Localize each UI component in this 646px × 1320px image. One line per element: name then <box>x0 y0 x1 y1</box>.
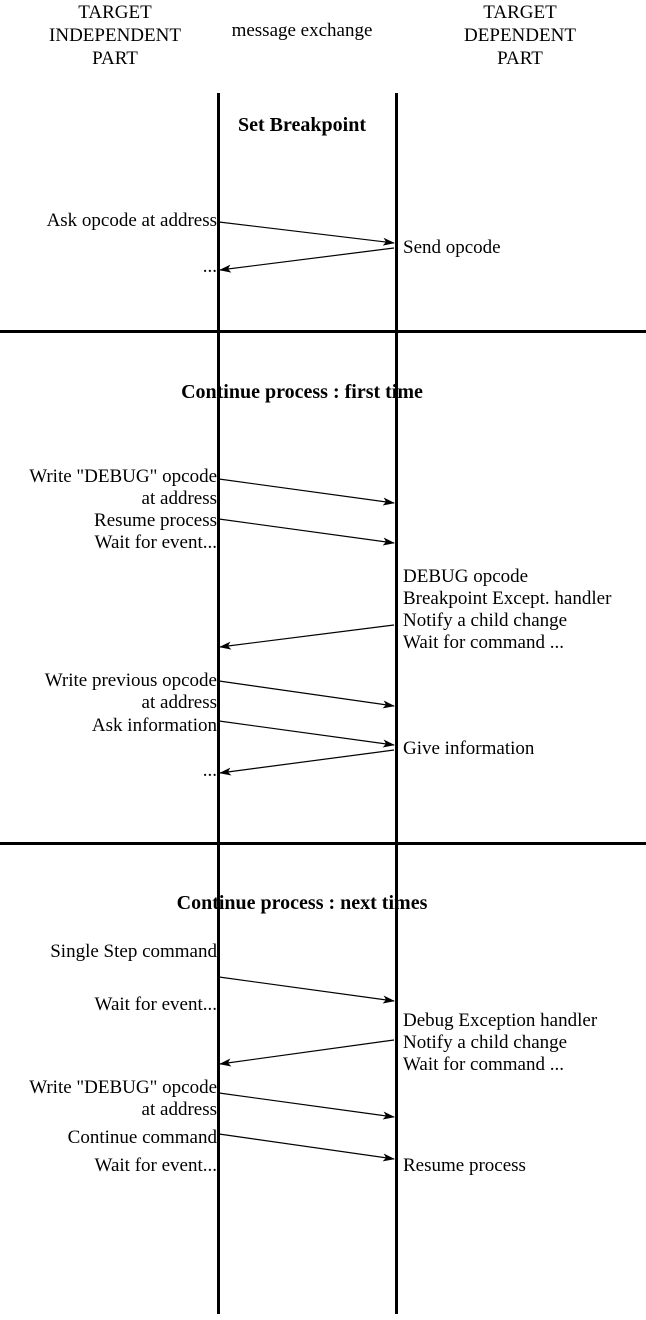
arrow-notify-child-change-1 <box>219 624 395 650</box>
section-divider-1 <box>0 330 646 333</box>
message-label-write-previous-opcode-at-address: Write previous opcode at address <box>44 670 217 713</box>
arrow-write-previous-opcode <box>218 680 395 709</box>
arrow-send-opcode <box>219 247 395 273</box>
arrow-write-debug-opcode-2 <box>218 1092 395 1120</box>
arrow-resume-process-1 <box>218 518 395 546</box>
arrow-ask-information <box>218 720 395 748</box>
message-label-ellipsis-2: ... <box>202 760 217 781</box>
lifeline-target-dependent <box>395 93 398 1314</box>
message-label-write-debug-opcode-at-address-1: Write "DEBUG" opcode at address <box>29 466 217 509</box>
message-label-resume-process-2: Resume process <box>403 1155 526 1176</box>
column-header-message-exchange: message exchange <box>231 20 373 41</box>
arrow-notify-child-change-2 <box>219 1039 395 1067</box>
arrow-give-information <box>219 749 395 776</box>
message-label-resume-process-1: Resume process <box>94 510 217 531</box>
arrow-write-debug-opcode-1 <box>218 478 395 506</box>
message-label-wait-for-event-1: Wait for event... <box>94 532 217 553</box>
arrow-continue-command <box>218 1133 395 1162</box>
message-label-write-debug-opcode-at-address-2: Write "DEBUG" opcode at address <box>29 1077 217 1120</box>
message-label-continue-command: Continue command <box>67 1127 217 1148</box>
section-title-continue-first-time: Continue process : first time <box>181 381 423 403</box>
section-title-set-breakpoint: Set Breakpoint <box>238 114 366 136</box>
arrow-ask-opcode <box>218 221 395 246</box>
message-label-send-opcode: Send opcode <box>403 237 501 258</box>
message-label-ask-information: Ask information <box>91 715 217 736</box>
section-title-continue-next-times: Continue process : next times <box>176 892 428 914</box>
message-label-ellipsis-1: ... <box>202 256 217 277</box>
message-label-wait-for-event-3: Wait for event... <box>94 1155 217 1176</box>
message-block-debug-exception-handler: Debug Exception handler Notify a child c… <box>403 1010 598 1075</box>
section-divider-2 <box>0 842 646 845</box>
message-label-give-information: Give information <box>403 738 535 759</box>
column-header-target-dependent: TARGET DEPENDENT PART <box>464 2 576 69</box>
arrow-single-step-command <box>218 976 395 1004</box>
message-label-ask-opcode-at-address: Ask opcode at address <box>46 210 217 231</box>
lifeline-target-independent <box>217 93 220 1314</box>
message-block-debug-opcode-breakpoint-handler: DEBUG opcode Breakpoint Except. handler … <box>403 566 612 653</box>
message-label-wait-for-event-2: Wait for event... <box>94 994 217 1015</box>
message-label-single-step-command: Single Step command <box>50 941 217 962</box>
column-header-target-independent: TARGET INDEPENDENT PART <box>49 2 181 69</box>
